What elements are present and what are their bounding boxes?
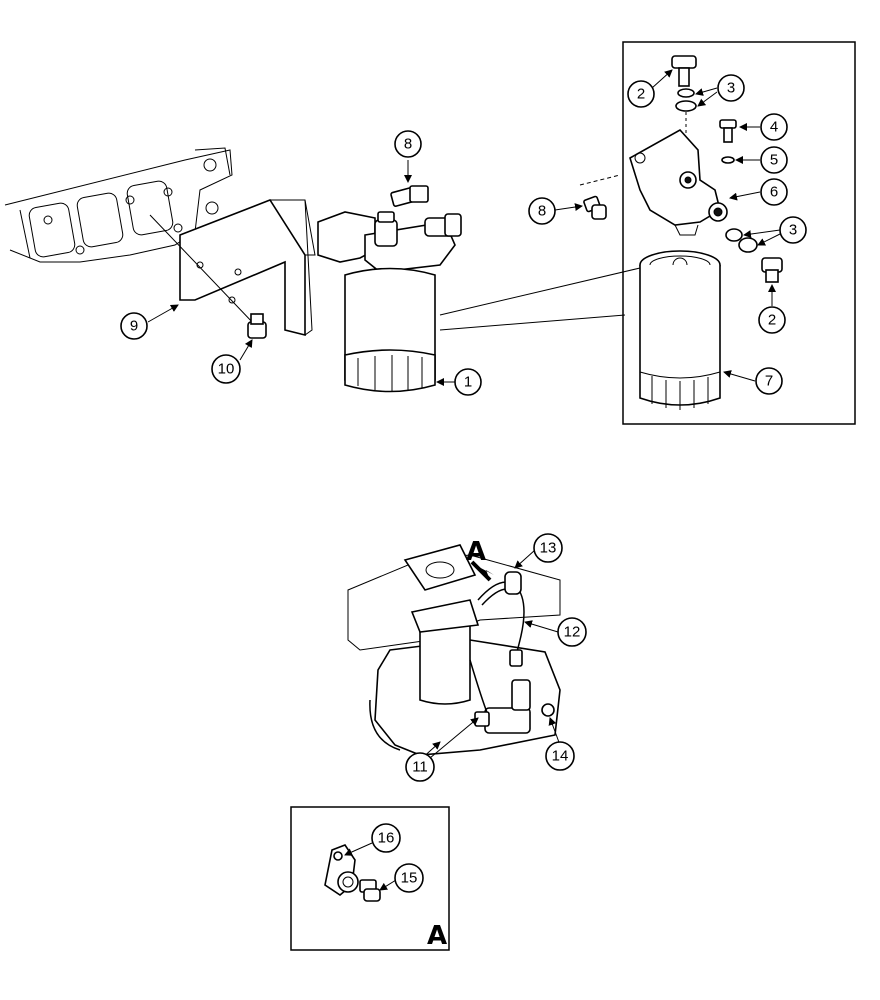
callout-8: 8: [394, 130, 422, 158]
mounting-bracket: [149, 199, 316, 337]
exploded-components: [579, 55, 783, 410]
filter-head-bolt: [390, 185, 429, 207]
bracket-bolt: [247, 313, 267, 339]
callout-6: 6: [760, 178, 788, 206]
callout-2-top: 2: [627, 80, 655, 108]
inset-leader-top: [439, 267, 641, 316]
svg-text:4: 4: [770, 119, 778, 136]
callout-12: 12: [557, 617, 587, 647]
detail-view-label: A: [427, 921, 447, 951]
svg-text:11: 11: [412, 759, 428, 776]
callout-5: 5: [760, 146, 788, 174]
svg-text:7: 7: [765, 373, 773, 390]
callout-4: 4: [760, 113, 788, 141]
svg-text:A: A: [466, 537, 486, 567]
inset-leader-bottom: [439, 314, 626, 331]
svg-text:3: 3: [789, 222, 797, 239]
callout-9: 9: [120, 312, 148, 340]
svg-text:2: 2: [768, 312, 776, 329]
svg-text:13: 13: [540, 540, 557, 557]
svg-text:2: 2: [637, 86, 645, 103]
callout-14: 14: [545, 741, 575, 771]
callout-3-bottom: 3: [779, 216, 807, 244]
exploded-view-frame: [622, 41, 856, 425]
svg-text:8: 8: [538, 203, 546, 220]
fuel-filter-assembly: [317, 211, 462, 393]
svg-text:14: 14: [552, 748, 569, 765]
svg-text:3: 3: [727, 80, 735, 97]
callout-11: 11: [405, 752, 435, 782]
svg-text:6: 6: [770, 184, 778, 201]
callout-16: 16: [371, 823, 401, 853]
callout-3-top: 3: [717, 74, 745, 102]
callout-13: 13: [533, 533, 563, 563]
callout-7: 7: [755, 367, 783, 395]
svg-text:5: 5: [770, 152, 778, 169]
callout-10: 10: [211, 354, 241, 384]
svg-text:15: 15: [401, 870, 418, 887]
view-a-indicator: A: [466, 537, 494, 582]
callout-leaders: [147, 69, 781, 891]
svg-text:9: 9: [130, 318, 138, 335]
svg-text:12: 12: [564, 624, 581, 641]
callout-8-inset: 8: [528, 197, 556, 225]
callout-15: 15: [394, 863, 424, 893]
detail-view-frame: [290, 806, 450, 951]
callout-2-bottom: 2: [758, 306, 786, 334]
installed-view: [347, 544, 561, 756]
svg-text:1: 1: [464, 374, 472, 391]
svg-text:16: 16: [378, 830, 395, 847]
callout-1: 1: [454, 368, 482, 396]
detail-components: [324, 844, 381, 902]
svg-text:10: 10: [218, 361, 235, 378]
svg-text:8: 8: [404, 136, 412, 153]
